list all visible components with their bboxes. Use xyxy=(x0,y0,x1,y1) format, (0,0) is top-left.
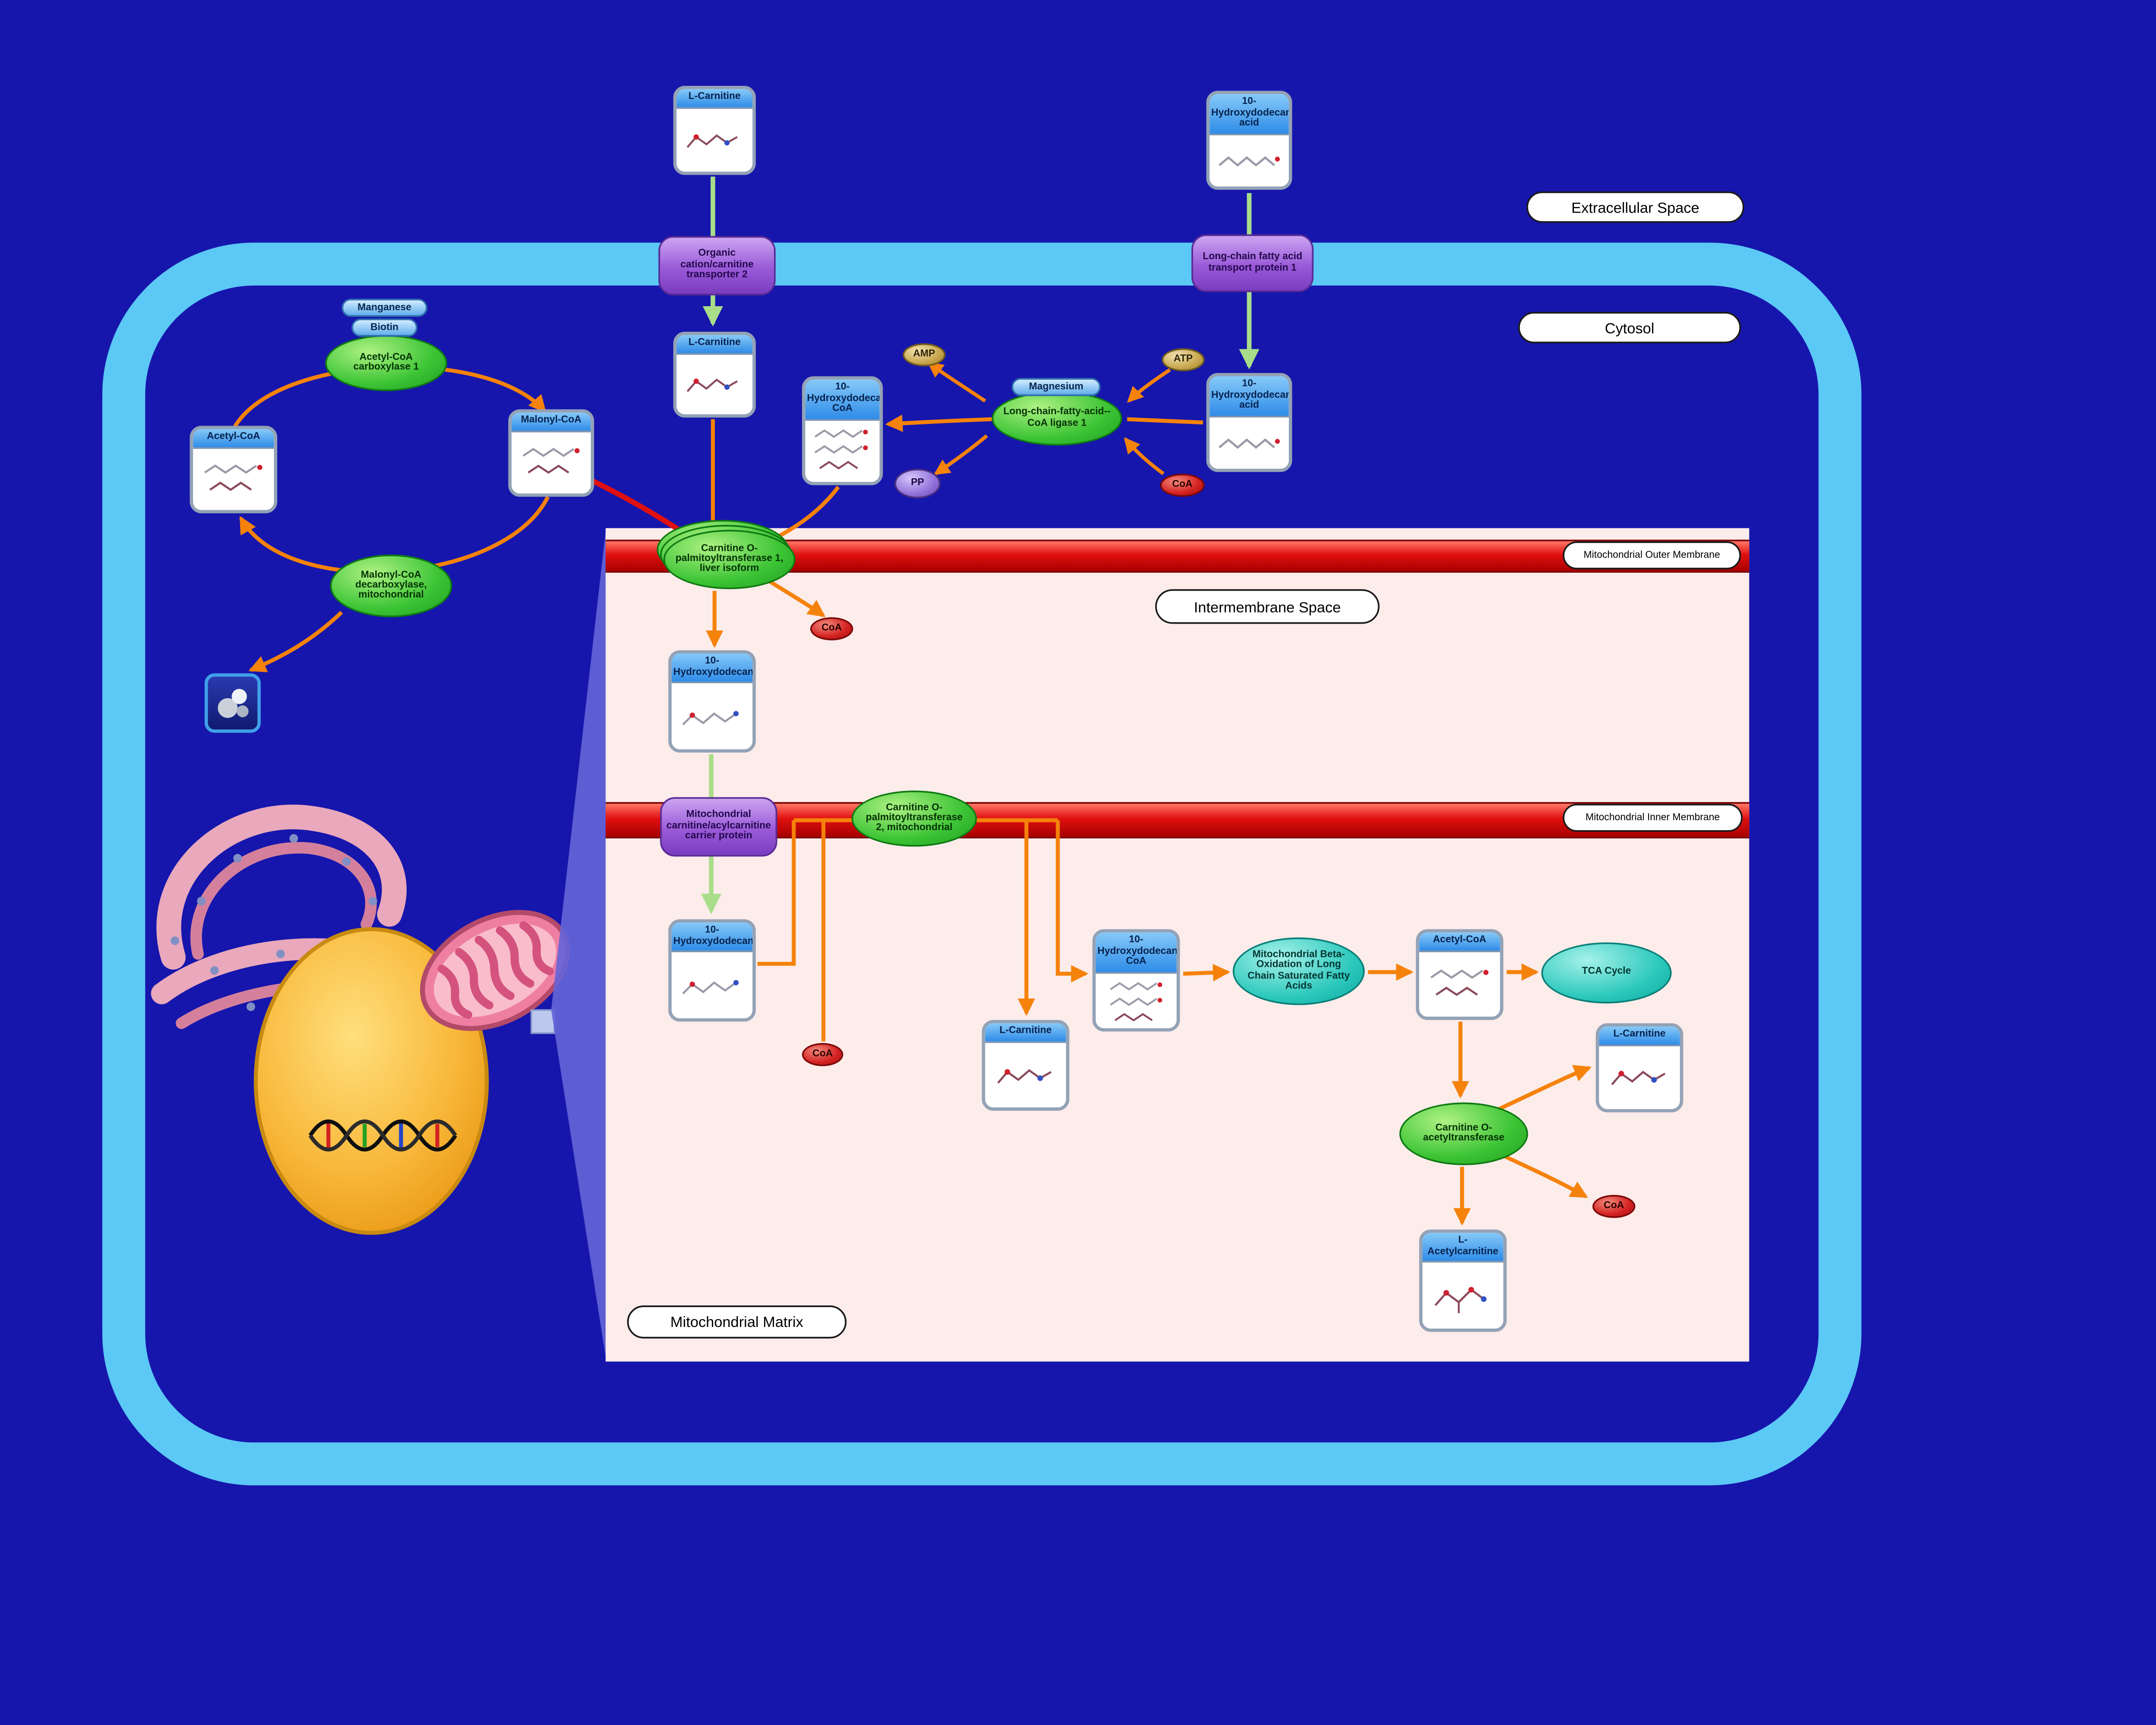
cofactor-amp[interactable]: AMP xyxy=(903,343,946,367)
metabolite-l-carnitine-extracellular[interactable]: L-Carnitine xyxy=(673,86,756,175)
metabolite-10-hydroxydodecanoic-acid-extracellular[interactable]: 10-Hydroxydodecanoic acid xyxy=(1206,91,1292,190)
chemical-structure xyxy=(511,432,591,494)
metabolite-name: 10-Hydroxydodecanoyl-CoA xyxy=(805,380,880,421)
metabolite-name: L-Carnitine xyxy=(1599,1026,1680,1046)
metabolite-name: L-Carnitine xyxy=(677,335,753,354)
chemical-structure xyxy=(1422,1263,1504,1329)
chemical-structure xyxy=(1210,135,1289,187)
cofactor-magnesium[interactable]: Magnesium xyxy=(1011,378,1101,396)
transporter-organic-cation-carnitine-transporter-2[interactable]: Organic cation/carnitine transporter 2 xyxy=(658,236,776,296)
cofactor-coa-matrix-1[interactable]: CoA xyxy=(802,1043,843,1066)
metabolite-carbon-dioxide[interactable] xyxy=(204,673,261,733)
cofactor-biotin[interactable]: Biotin xyxy=(351,318,418,337)
pathway-link-beta-oxidation[interactable]: Mitochondrial Beta-Oxidation of Long Cha… xyxy=(1232,937,1365,1005)
label-intermembrane-space: Intermembrane Space xyxy=(1155,589,1380,624)
label-cytosol: Cytosol xyxy=(1518,312,1741,344)
metabolite-l-carnitine-matrix-1[interactable]: L-Carnitine xyxy=(982,1020,1069,1111)
metabolite-name: Acetyl-CoA xyxy=(193,429,274,448)
metabolite-acetyl-coa-matrix[interactable]: Acetyl-CoA xyxy=(1416,929,1504,1020)
label-inner-membrane: Mitochondrial Inner Membrane xyxy=(1563,803,1743,832)
metabolite-name: 10-Hydroxydodecanoyl-CoA xyxy=(1096,932,1177,974)
cofactor-manganese[interactable]: Manganese xyxy=(342,298,428,317)
enzyme-carnitine-o-palmitoyltransferase-2[interactable]: Carnitine O-palmitoyltransferase 2, mito… xyxy=(851,790,977,847)
enzyme-long-chain-fatty-acid-coa-ligase-1[interactable]: Long-chain-fatty-acid--CoA ligase 1 xyxy=(992,391,1122,446)
chemical-structure xyxy=(671,684,753,750)
metabolite-name: 10-Hydroxydodecanoylcarnitine xyxy=(671,653,752,684)
chemical-structure xyxy=(193,448,274,510)
cpt1-stack-layer: Carnitine O-palmitoyltransferase 1, live… xyxy=(663,530,796,590)
chemical-structure xyxy=(677,354,753,414)
chemical-structure xyxy=(1419,952,1500,1017)
metabolite-malonyl-coa[interactable]: Malonyl-CoA xyxy=(508,409,594,497)
metabolite-l-carnitine-matrix-2[interactable]: L-Carnitine xyxy=(1595,1023,1683,1113)
metabolite-l-acetylcarnitine[interactable]: L-Acetylcarnitine xyxy=(1419,1229,1507,1332)
chemical-structure xyxy=(1096,974,1177,1029)
metabolite-name: L-Carnitine xyxy=(677,89,753,109)
metabolite-name: L-Carnitine xyxy=(985,1023,1066,1043)
cofactor-coa-matrix-2[interactable]: CoA xyxy=(1592,1195,1636,1218)
metabolite-10-hydroxydodecanoylcarnitine-matrix[interactable]: 10-Hydroxydodecanoylcarnitine xyxy=(668,919,756,1022)
label-mitochondrial-matrix: Mitochondrial Matrix xyxy=(627,1305,847,1339)
metabolite-10-hydroxydodecanoyl-coa-matrix[interactable]: 10-Hydroxydodecanoyl-CoA xyxy=(1092,929,1180,1032)
carbon-dioxide-icon xyxy=(218,689,249,718)
metabolite-acetyl-coa-cytosol[interactable]: Acetyl-CoA xyxy=(190,426,277,514)
label-outer-membrane: Mitochondrial Outer Membrane xyxy=(1563,541,1741,570)
cofactor-atp[interactable]: ATP xyxy=(1162,348,1205,372)
cofactor-coa-intermembrane[interactable]: CoA xyxy=(810,617,853,640)
chemical-structure xyxy=(677,108,753,172)
chemical-structure xyxy=(671,953,753,1019)
metabolite-name: 10-Hydroxydodecanoylcarnitine xyxy=(671,922,752,953)
metabolite-l-carnitine-cytosol[interactable]: L-Carnitine xyxy=(673,332,756,418)
transporter-carnitine-acylcarnitine-carrier[interactable]: Mitochondrial carnitine/acylcarnitine ca… xyxy=(660,797,777,857)
chemical-structure xyxy=(985,1042,1066,1107)
metabolite-10-hydroxydodecanoylcarnitine-intermembrane[interactable]: 10-Hydroxydodecanoylcarnitine xyxy=(668,650,756,753)
metabolite-10-hydroxydodecanoic-acid-cytosol[interactable]: 10-Hydroxydodecanoic acid xyxy=(1206,373,1292,472)
metabolite-name: Acetyl-CoA xyxy=(1419,932,1500,952)
chemical-structure xyxy=(1210,417,1289,469)
chemical-structure xyxy=(805,421,880,482)
metabolite-name: L-Acetylcarnitine xyxy=(1422,1233,1504,1264)
cell-membrane xyxy=(102,242,1861,1486)
enzyme-carnitine-o-acetyltransferase[interactable]: Carnitine O-acetyltransferase xyxy=(1399,1102,1528,1165)
transporter-long-chain-fatty-acid-transport-protein-1[interactable]: Long-chain fatty acid transport protein … xyxy=(1191,234,1314,292)
metabolite-name: 10-Hydroxydodecanoic acid xyxy=(1210,94,1289,136)
label-extracellular-space: Extracellular Space xyxy=(1526,191,1745,223)
enzyme-malonyl-coa-decarboxylase[interactable]: Malonyl-CoA decarboxylase, mitochondrial xyxy=(330,554,452,618)
metabolite-10-hydroxydodecanoyl-coa-cytosol[interactable]: 10-Hydroxydodecanoyl-CoA xyxy=(802,376,883,486)
enzyme-acetyl-coa-carboxylase-1[interactable]: Acetyl-CoA carboxylase 1 xyxy=(325,335,448,391)
pathway-link-tca-cycle[interactable]: TCA Cycle xyxy=(1541,942,1672,1004)
metabolite-name: Malonyl-CoA xyxy=(511,412,591,432)
cofactor-coa-cytosol[interactable]: CoA xyxy=(1160,474,1205,497)
metabolite-name: 10-Hydroxydodecanoic acid xyxy=(1210,376,1289,418)
chemical-structure xyxy=(1599,1046,1680,1109)
cofactor-pyrophosphate[interactable]: PP xyxy=(894,468,941,499)
enzyme-carnitine-o-palmitoyltransferase-1[interactable]: Carnitine O-palmitoyltransferase 1, live… xyxy=(657,520,799,593)
